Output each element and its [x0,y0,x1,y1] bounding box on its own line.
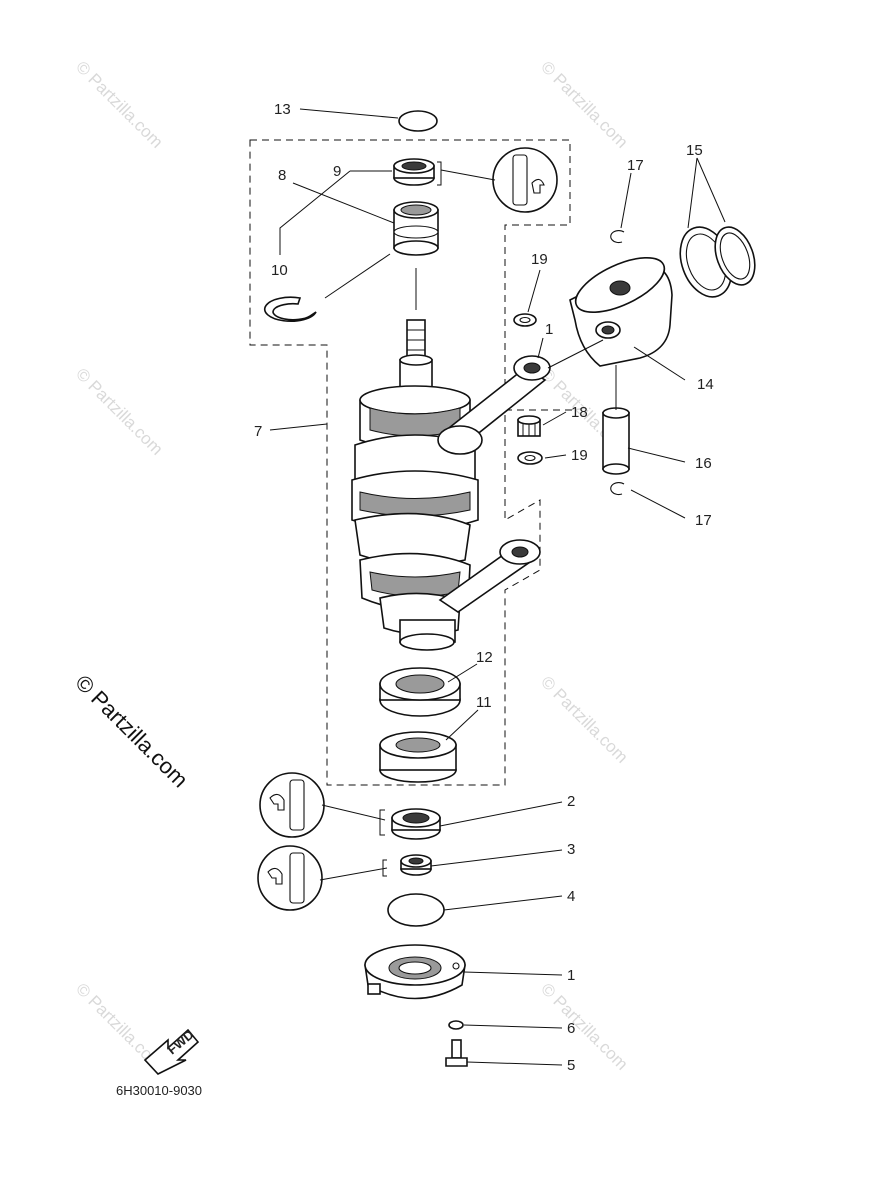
part-17-circlip-top[interactable] [610,230,625,244]
sealant-symbol-top [492,147,558,213]
part-15-piston-rings[interactable] [671,220,762,304]
callout-11: 11 [476,694,492,711]
callout-10: 10 [271,262,288,279]
part-3-small-oil-seal[interactable] [400,854,432,876]
watermark-faint: © Partzilla.com [537,979,631,1073]
callout-19-bottom: 19 [571,447,588,464]
part-16-piston-pin[interactable] [602,407,630,475]
watermark-faint: © Partzilla.com [72,57,166,151]
part-9-oil-seal[interactable] [393,158,435,186]
part-1-crankcase-housing[interactable] [364,944,466,1000]
callout-6: 6 [567,1020,575,1037]
callout-17-bottom: 17 [695,512,712,529]
callout-5: 5 [567,1057,575,1074]
part-6-washer[interactable] [448,1020,464,1030]
callout-1-bottom: 1 [567,967,575,984]
sealant-symbol-lower-2 [257,845,323,911]
callout-17-top: 17 [627,157,644,174]
watermark-faint: © Partzilla.com [537,672,631,766]
callout-19-top: 19 [531,251,548,268]
part-connecting-rod-upper[interactable] [437,355,551,455]
part-17-circlip-bottom[interactable] [610,482,625,496]
leader-lines [269,108,726,1066]
watermark-main: © Partzilla.com [70,670,193,793]
callout-9: 9 [333,163,341,180]
sealant-symbol-lower-1 [259,772,325,838]
watermark-faint: © Partzilla.com [537,57,631,151]
part-11-ball-bearing[interactable] [379,731,457,783]
callout-2: 2 [567,793,575,810]
part-14-piston[interactable] [568,247,673,367]
callout-12: 12 [476,649,493,666]
watermark-faint: © Partzilla.com [72,364,166,458]
callout-7: 7 [254,423,262,440]
callout-8: 8 [278,167,286,184]
part-connecting-rod-lower[interactable] [438,539,541,613]
assembly-boundary [249,139,575,786]
part-8-needle-bearing[interactable] [393,201,439,256]
part-10-circlip[interactable] [263,296,317,322]
callout-18: 18 [571,404,588,421]
part-5-bolt[interactable] [445,1039,468,1067]
watermark-group: © Partzilla.com © Partzilla.com © Partzi… [70,57,631,1073]
callout-15: 15 [686,142,703,159]
part-18-small-needle-bearing[interactable] [517,415,541,437]
part-19-washer-bottom[interactable] [517,451,543,465]
callout-14: 14 [697,376,714,393]
part-4-o-ring[interactable] [387,893,445,927]
part-19-washer-top[interactable] [513,313,537,327]
callout-3: 3 [567,841,575,858]
callout-4: 4 [567,888,575,905]
callout-labels: 13 9 8 10 7 17 15 19 1 14 18 19 16 17 12… [254,101,714,1074]
part-2-oil-seal[interactable] [391,808,441,840]
callout-1-top: 1 [545,321,553,338]
part-12-seal-ring[interactable] [379,667,461,717]
figure-id: 6H30010-9030 [116,1083,202,1098]
callout-13: 13 [274,101,291,118]
part-13-o-ring[interactable] [398,110,438,132]
sealant-leaders [319,804,388,881]
callout-16: 16 [695,455,712,472]
